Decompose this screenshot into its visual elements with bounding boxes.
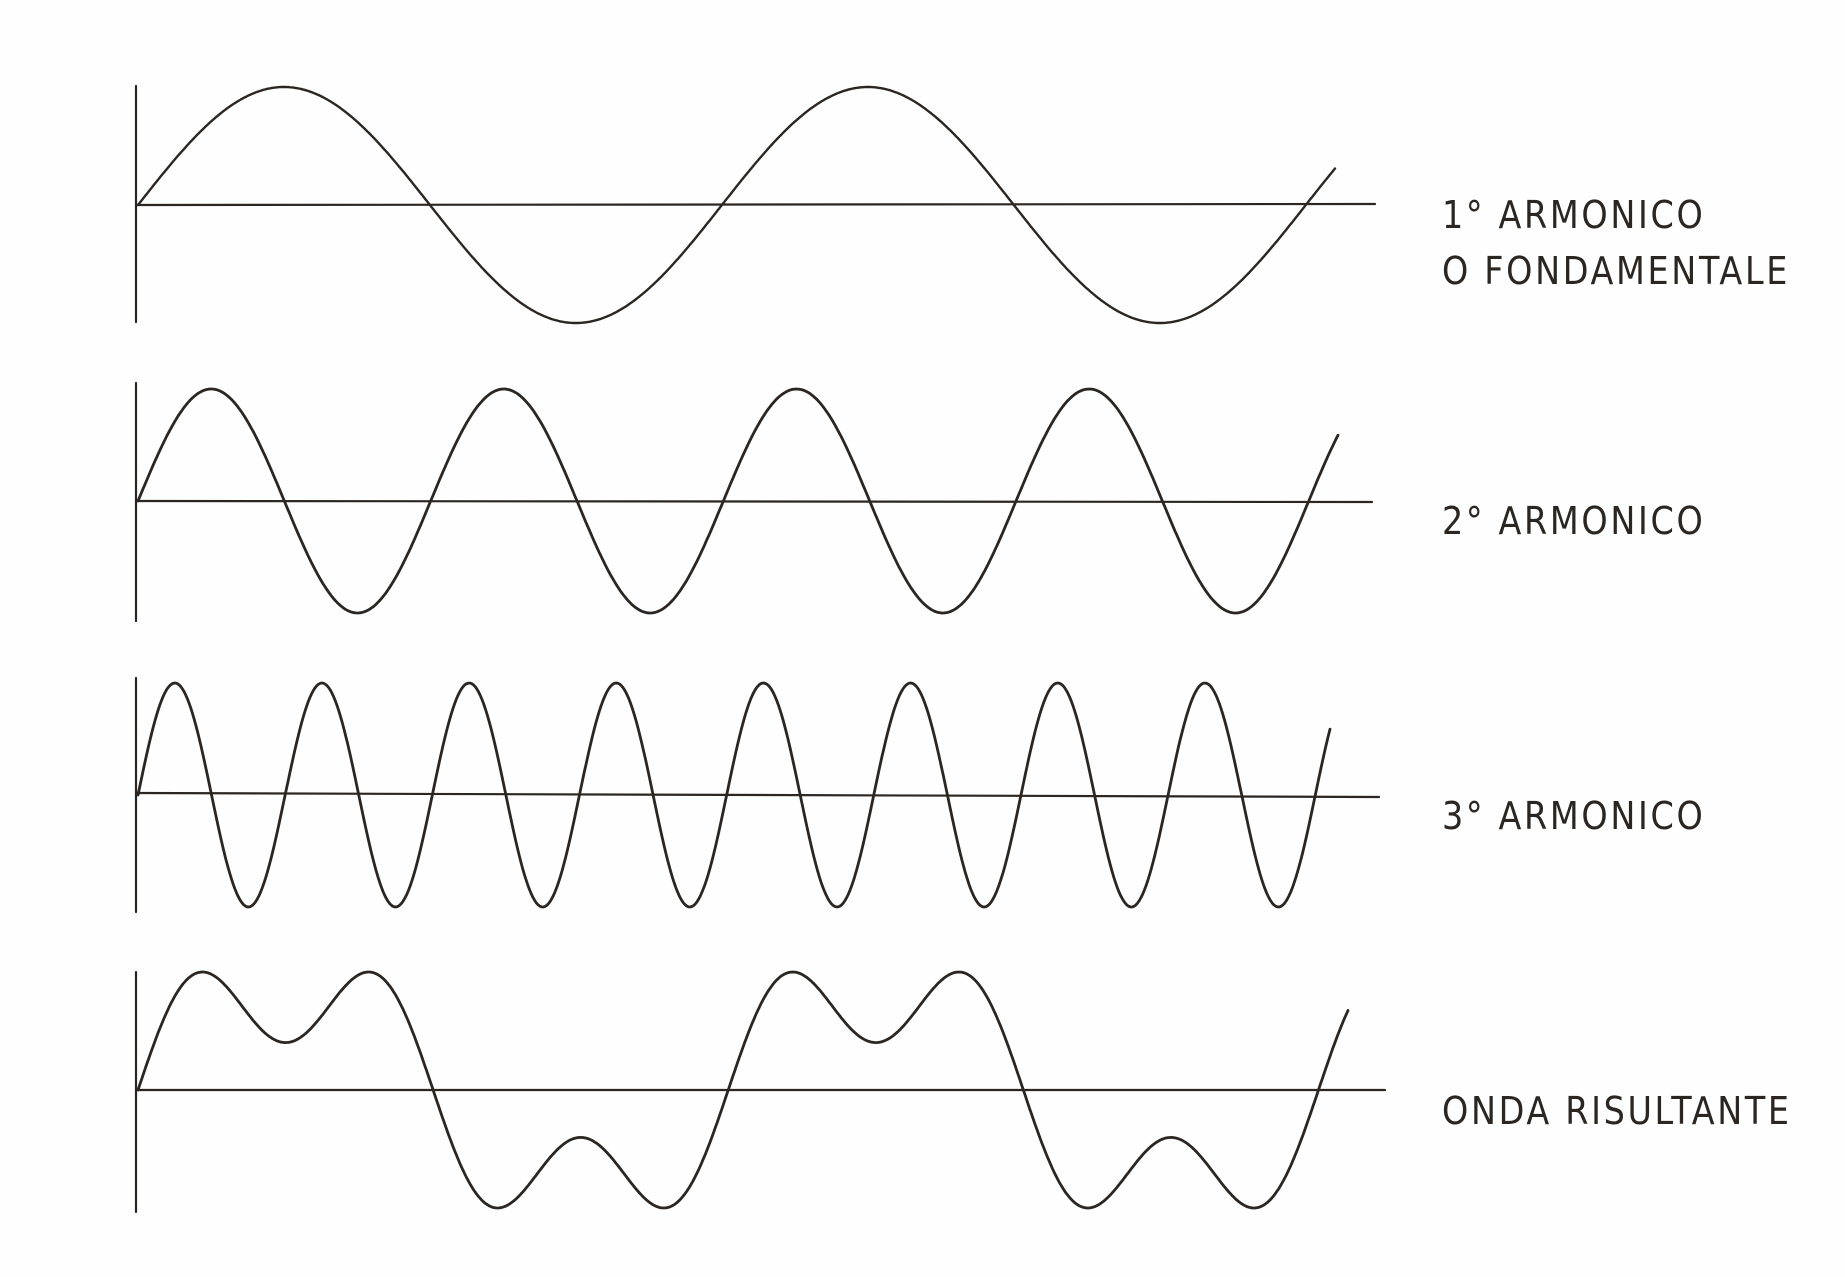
wave-harmonic3-curve — [136, 681, 1332, 909]
label-harmonic1-subtitle: O FONDAMENTALE — [1442, 249, 1790, 293]
label-harmonic3: 3° ARMONICO — [1442, 794, 1706, 838]
panel-harmonic1 — [134, 84, 1377, 325]
label-harmonic2: 2° ARMONICO — [1442, 499, 1706, 543]
wave-resultant-curve — [136, 970, 1350, 1210]
panel-harmonic2 — [134, 381, 1374, 623]
label-harmonic1-title: 1° ARMONICO — [1442, 193, 1706, 237]
wave-harmonic2-curve — [136, 387, 1340, 615]
panel-resultant — [134, 970, 1387, 1214]
horizontal-axis-1 — [134, 202, 1377, 207]
panel-harmonic3 — [134, 676, 1381, 914]
horizontal-axis-3 — [134, 791, 1381, 799]
wave-harmonic1-curve — [136, 85, 1337, 325]
label-resultant: ONDA RISULTANTE — [1442, 1089, 1792, 1133]
horizontal-axis-2 — [134, 499, 1374, 504]
